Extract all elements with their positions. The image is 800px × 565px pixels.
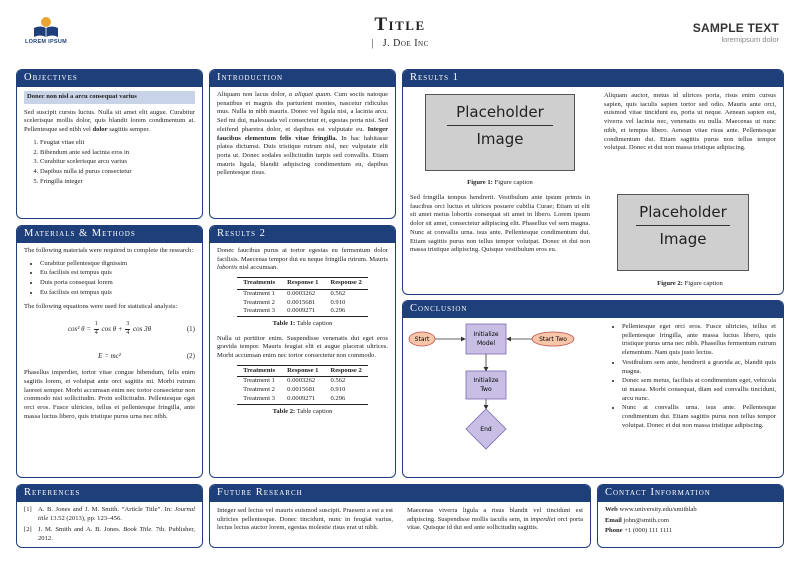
references-heading: References xyxy=(17,485,202,502)
email-link[interactable]: john@smith.com xyxy=(623,516,669,524)
conclusion-box: Conclusion Start Initialize Model Start … xyxy=(402,300,784,478)
list-item: Pellentesque eget orci eros. Fusce ultri… xyxy=(622,323,776,358)
table-1-caption: Table 1: Table caption xyxy=(272,319,333,327)
future-text-left: Integer sed lectus vel mauris euismod su… xyxy=(217,507,393,532)
conclusion-heading: Conclusion xyxy=(403,301,783,318)
list-item: Vestibulum sem ante, hendrerit a gravida… xyxy=(622,359,776,376)
introduction-heading: Introduction xyxy=(210,70,395,87)
list-item: Eu facilisis est tempus quis xyxy=(40,269,195,278)
equations-intro: The following equations were used for st… xyxy=(24,302,178,310)
sample-text: SAMPLE TEXT xyxy=(692,21,779,35)
placeholder-image-1: Placeholder Image xyxy=(425,94,575,171)
future-text-right: Maecenas viverra ligula a risus blandit … xyxy=(407,507,583,532)
table-2-caption: Table 2: Table caption xyxy=(272,407,333,415)
objectives-paragraph: Sed suscipit cursus luctus. Nulla sit am… xyxy=(24,108,195,134)
future-research-heading: Future Research xyxy=(210,485,590,502)
results1-box: Results 1 Placeholder Image Figure 1: Fi… xyxy=(402,69,784,295)
objectives-highlight: Donec non nisl a arcu consequat varius xyxy=(24,91,195,104)
materials-heading: Materials & Methods xyxy=(17,226,202,243)
logo-text: LOREM IPSUM xyxy=(24,39,68,45)
list-item: Bibendum ante sed lacinia eros in xyxy=(40,149,195,158)
results1-text-left: Sed fringilla tempus hendrerit. Vestibul… xyxy=(410,194,590,254)
results2-box: Results 2 Donec faucibus purus at tortor… xyxy=(209,225,396,478)
results2-paragraph-1: Donec faucibus purus at tortor egestas e… xyxy=(217,247,388,272)
objectives-heading: Objectives xyxy=(17,70,202,87)
placeholder-image-2: Placeholder Image xyxy=(617,194,749,271)
flow-start-node xyxy=(408,331,436,347)
flow-init-two-label-2: Two xyxy=(479,386,492,393)
contact-box: Contact Information Web www.university.e… xyxy=(597,484,784,548)
conclusion-list-wrap: Pellentesque eget orci eros. Fusce ultri… xyxy=(599,319,783,439)
flow-end-node xyxy=(465,408,507,450)
authors: | J. Doe Inc xyxy=(371,38,429,49)
list-item: Nunc at convallis urna. isus ante. Pelle… xyxy=(622,404,776,430)
flow-init-model-label-1: Initialize xyxy=(473,331,498,338)
list-item: Duis porta consequat lorem xyxy=(40,279,195,288)
contact-email: Email john@smith.com xyxy=(605,516,669,524)
author-name: J. Doe Inc xyxy=(382,38,429,49)
introduction-text: Aliquam non lacus dolor, a aliquet quam.… xyxy=(217,91,389,177)
conclusion-list: Pellentesque eget orci eros. Fusce ultri… xyxy=(606,323,776,430)
materials-intro: The following materials were required to… xyxy=(24,247,194,254)
book-logo-icon xyxy=(34,17,58,37)
list-item: Dapibus nulla id purus consectetur xyxy=(40,168,195,177)
reference-1: [1]A. B. Jones and J. M. Smith. “Article… xyxy=(24,506,195,522)
phone-number: +1 (000) 111 1111 xyxy=(624,527,673,535)
flow-start-label: Start xyxy=(415,336,430,343)
flow-init-two-node xyxy=(465,370,507,400)
future-research-box: Future Research Integer sed lectus vel m… xyxy=(209,484,591,548)
results1-heading: Results 1 xyxy=(403,70,783,87)
results2-heading: Results 2 xyxy=(210,226,395,243)
figure-2-caption: Figure 2: Figure caption xyxy=(657,280,723,287)
flow-init-model-label-2: Model xyxy=(477,340,495,347)
list-item: Feugiat vitae elit xyxy=(40,139,195,148)
reference-2: [2]J. M. Smith and A. B. Jones. Book Tit… xyxy=(24,526,195,543)
contact-heading: Contact Information xyxy=(598,485,783,502)
objectives-box: Objectives Donec non nisl a arcu consequ… xyxy=(16,69,203,219)
introduction-box: Introduction Aliquam non lacus dolor, a … xyxy=(209,69,396,219)
list-item: Donec sem metus, facilisis at condimentu… xyxy=(622,377,776,403)
materials-list: Curabitur pellentesque dignissim Eu faci… xyxy=(24,260,195,298)
sample-text-block: SAMPLE TEXT loremipsum dolor xyxy=(693,21,779,44)
materials-paragraph: Phasellus imperdiet, tortor vitae congue… xyxy=(24,369,195,420)
contact-phone: Phone +1 (000) 111 1111 xyxy=(605,527,673,535)
list-item: Eu facilisis est tempus quis xyxy=(40,289,195,298)
list-item: Curabitur scelerisque arcu varius xyxy=(40,158,195,167)
objectives-list: Feugiat vitae elit Bibendum ante sed lac… xyxy=(24,139,195,187)
logo: LOREM IPSUM xyxy=(20,16,72,45)
figure-1-caption: Figure 1: Figure caption xyxy=(467,179,533,186)
contact-web: Web www.university.edu/smithlab xyxy=(605,506,697,513)
flow-init-model-node xyxy=(465,323,507,355)
equation-2: E = mc² (2) xyxy=(98,352,195,361)
references-box: References [1]A. B. Jones and J. M. Smit… xyxy=(16,484,203,548)
flow-start-two-label: Start Two xyxy=(539,336,567,343)
page-title: Title xyxy=(374,14,426,35)
results1-text-right: Aliquam auctor, metus id ultrices porta,… xyxy=(604,92,776,152)
web-link[interactable]: www.university.edu/smithlab xyxy=(619,506,697,513)
flow-init-two-label-1: Initialize xyxy=(473,377,498,384)
sample-subtext: loremipsum dolor xyxy=(721,35,779,44)
flow-end-label: End xyxy=(480,426,492,433)
poster-header: LOREM IPSUM Title | J. Doe Inc SAMPLE TE… xyxy=(0,0,800,62)
list-item: Curabitur pellentesque dignissim xyxy=(40,260,195,269)
list-item: Fringilla integer xyxy=(40,178,195,187)
materials-box: Materials & Methods The following materi… xyxy=(16,225,203,478)
flowchart: Start Initialize Model Start Two Initial… xyxy=(408,323,575,450)
flow-start-two-node xyxy=(531,331,575,347)
results2-paragraph-2: Nulla ut porttitor enim. Suspendisse ven… xyxy=(217,334,388,360)
